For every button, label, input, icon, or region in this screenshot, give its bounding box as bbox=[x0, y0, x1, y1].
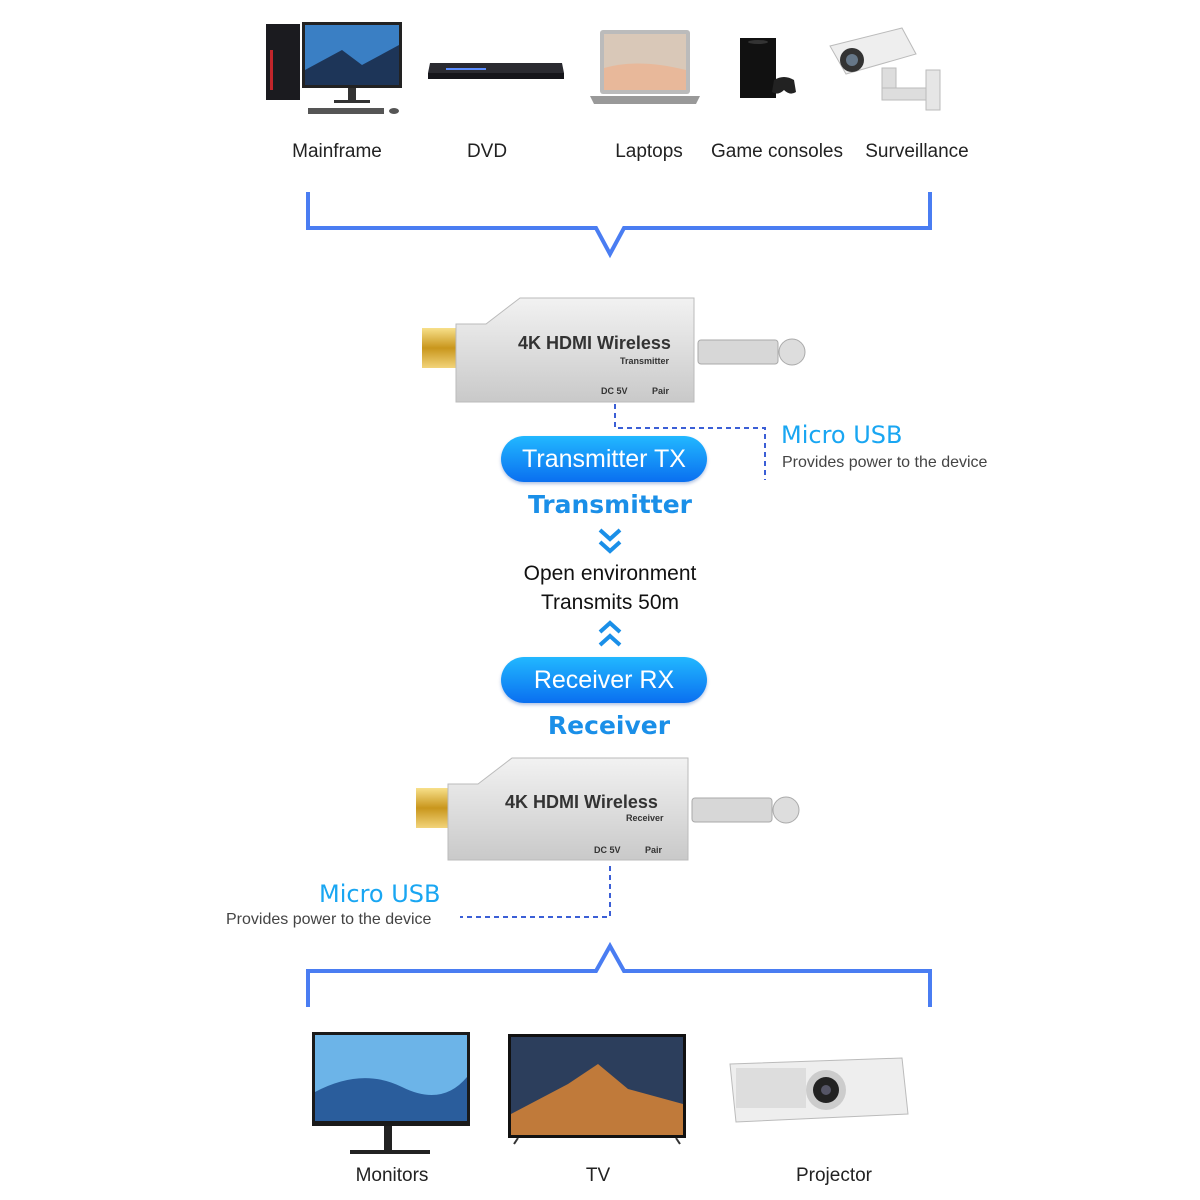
mainframe-image bbox=[266, 22, 402, 114]
transmitter-usb-title: Micro USB bbox=[781, 421, 903, 449]
chevron-up-icon bbox=[598, 620, 622, 647]
transmitter-port-pair: Pair bbox=[652, 386, 670, 396]
transmitter-port-dc: DC 5V bbox=[601, 386, 628, 396]
receiver-device-title: 4K HDMI Wireless bbox=[505, 792, 658, 812]
transmitter-caption: Transmitter bbox=[528, 490, 692, 519]
transmitter-tx-badge: Transmitter TX bbox=[501, 436, 707, 482]
receiver-usb-title: Micro USB bbox=[319, 880, 441, 908]
transmitter-device-subtitle: Transmitter bbox=[620, 356, 670, 366]
source-label-mainframe: Mainframe bbox=[292, 141, 382, 162]
source-label-surveillance: Surveillance bbox=[865, 141, 969, 162]
chevron-down-icon bbox=[598, 528, 622, 554]
monitor-image bbox=[312, 1032, 470, 1154]
display-label-projector: Projector bbox=[795, 1165, 873, 1186]
link-distance-text: Transmits 50m bbox=[540, 591, 680, 614]
receiver-rx-badge: Receiver RX bbox=[501, 657, 707, 703]
transmitter-device-title: 4K HDMI Wireless bbox=[518, 333, 671, 353]
source-label-laptops: Laptops bbox=[615, 141, 683, 162]
transmitter-device-image bbox=[422, 297, 806, 403]
receiver-usb-description: Provides power to the device bbox=[226, 911, 432, 928]
receiver-device-image bbox=[416, 757, 800, 861]
transmitter-usb-description: Provides power to the device bbox=[782, 454, 988, 471]
surveillance-camera-image bbox=[829, 27, 941, 111]
receiver-port-pair: Pair bbox=[645, 845, 663, 855]
receiver-device-subtitle: Receiver bbox=[626, 813, 664, 823]
receiver-caption: Receiver bbox=[547, 711, 671, 740]
dvd-image bbox=[428, 63, 564, 79]
link-environment-text: Open environment bbox=[523, 562, 697, 585]
display-label-monitors: Monitors bbox=[355, 1165, 429, 1186]
tv-image bbox=[508, 1034, 686, 1145]
receiver-port-dc: DC 5V bbox=[594, 845, 621, 855]
laptop-image bbox=[590, 30, 700, 104]
source-label-game-consoles: Game consoles bbox=[710, 141, 844, 162]
source-label-dvd: DVD bbox=[466, 141, 508, 162]
display-label-tv: TV bbox=[585, 1165, 611, 1186]
projector-image bbox=[729, 1057, 909, 1123]
game-console-image bbox=[740, 38, 796, 98]
